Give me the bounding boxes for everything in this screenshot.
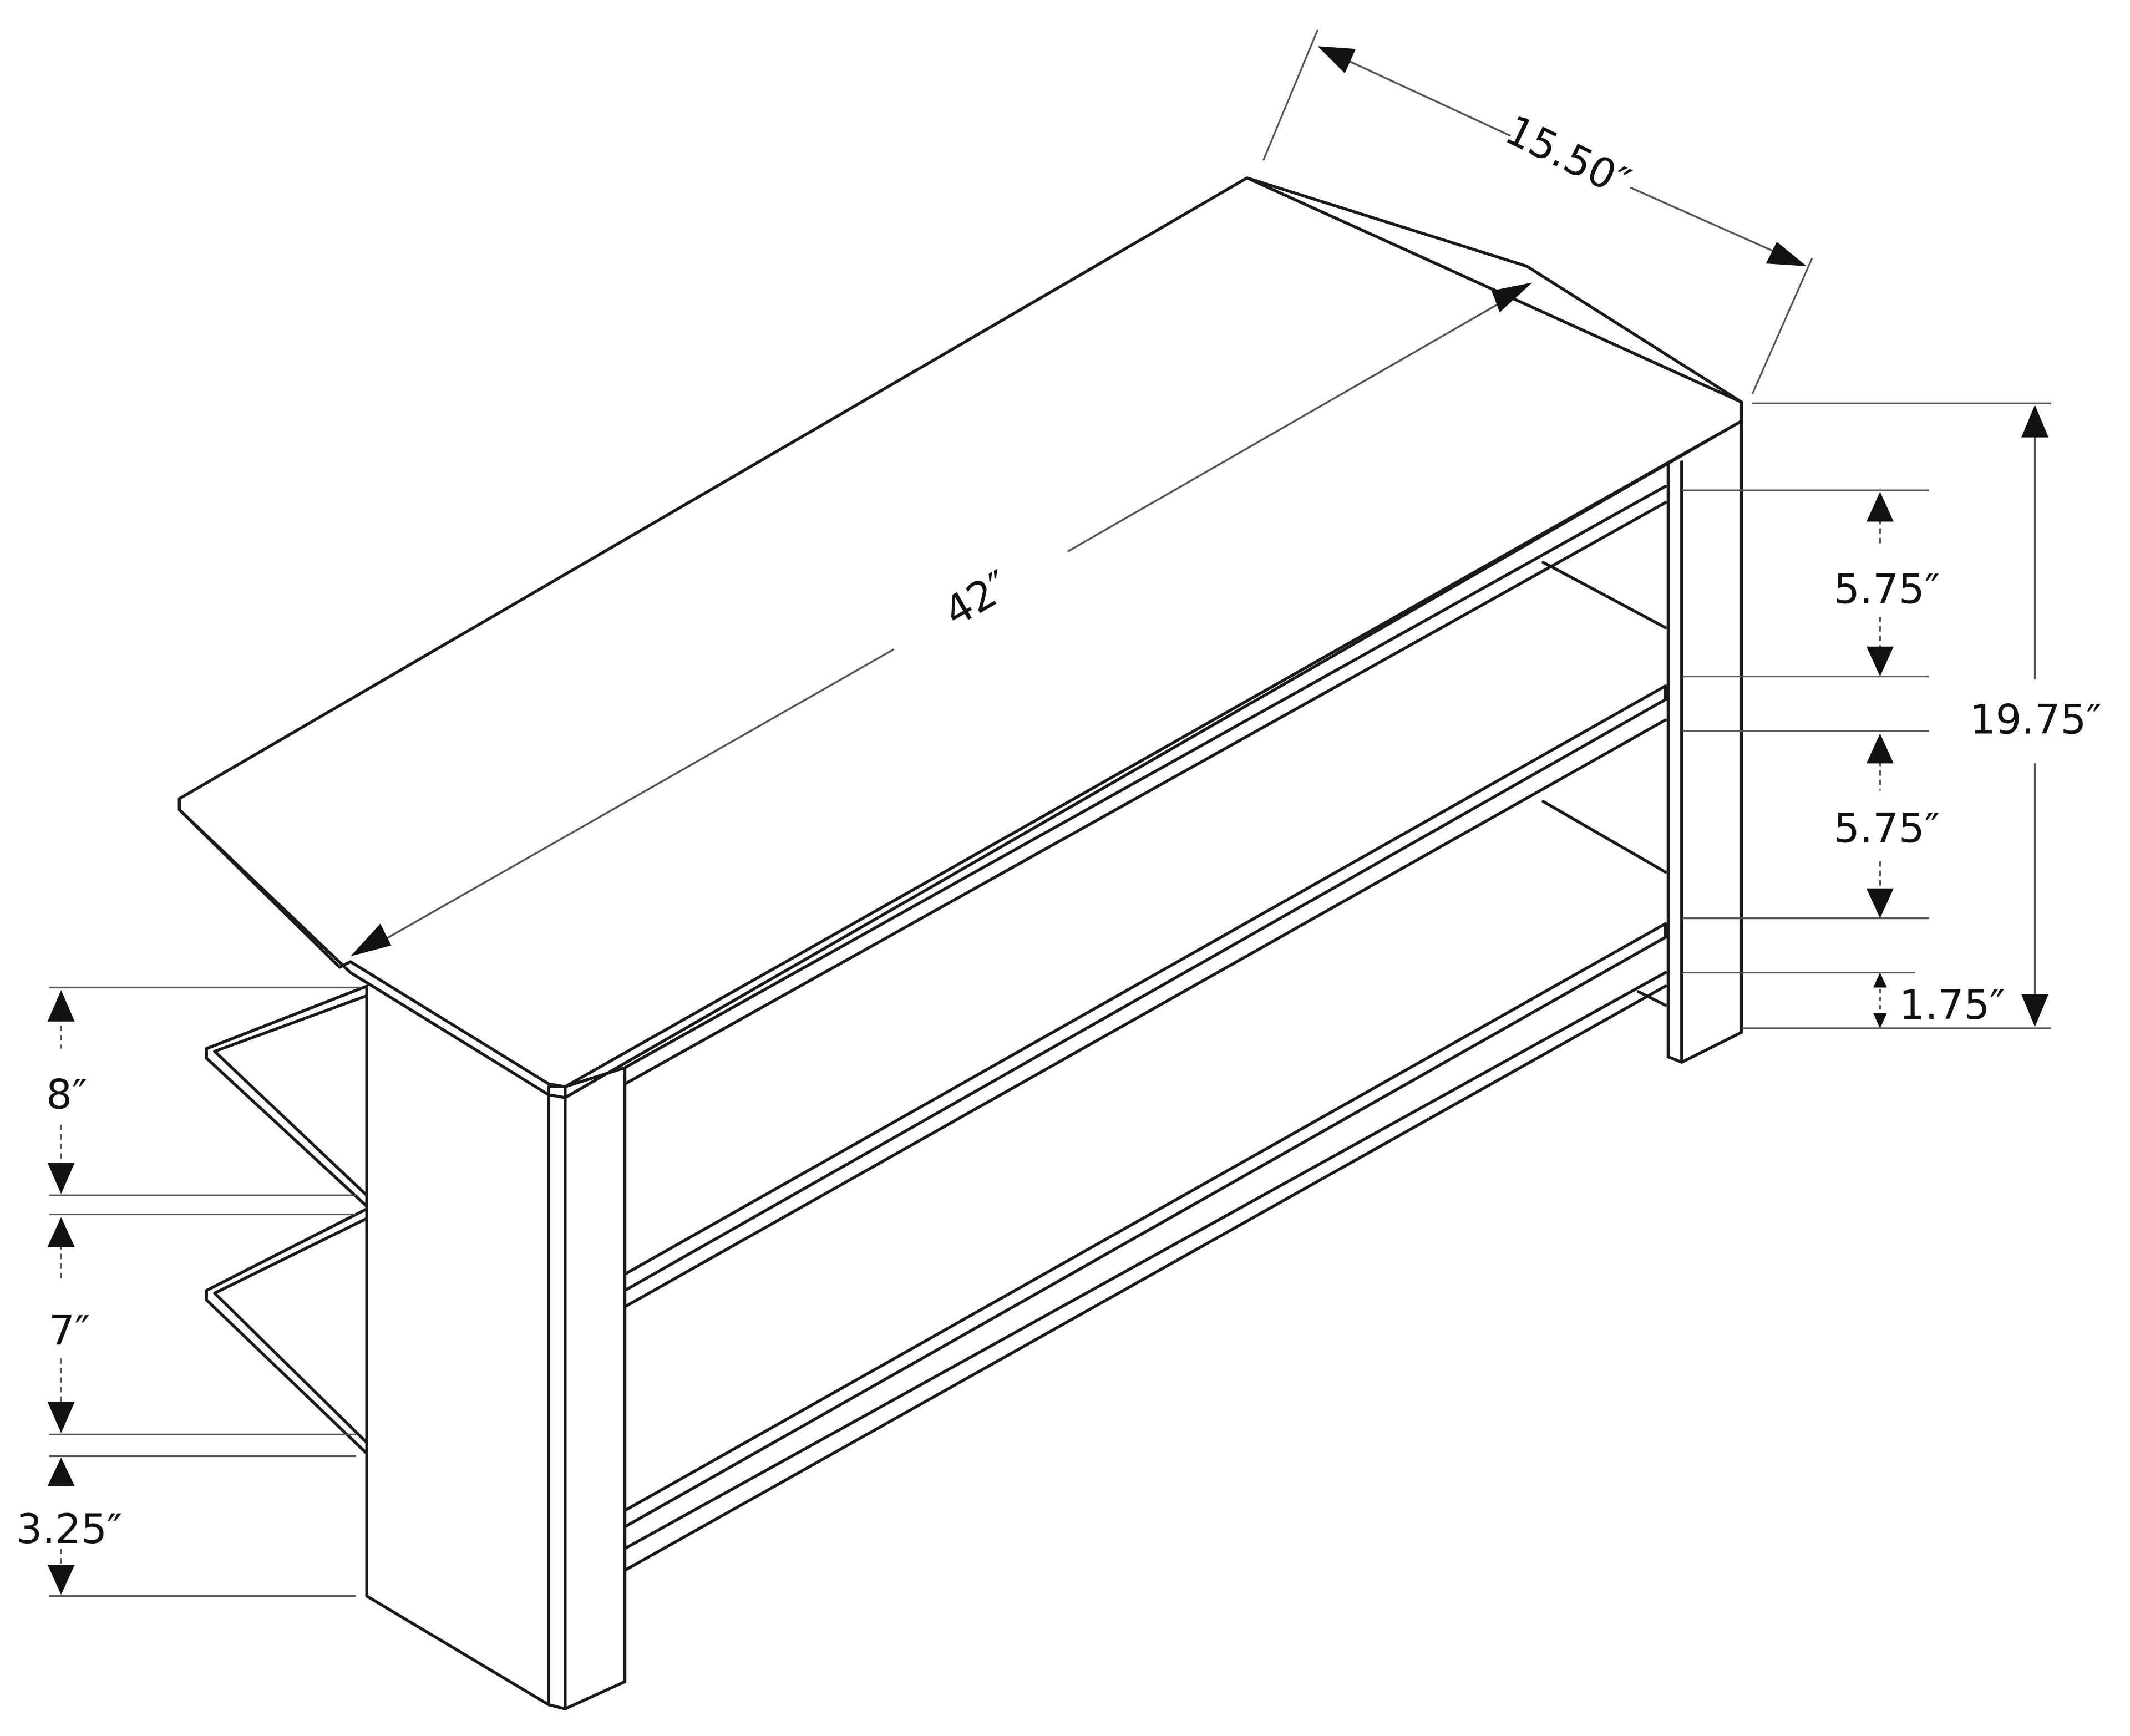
middle-shelf-lower-edge	[623, 718, 1667, 1308]
left-middle-gap-label: 7″	[49, 1308, 90, 1355]
bottom-shelf-front	[623, 922, 1667, 1529]
right-extension-lines	[1681, 402, 2051, 1029]
right-lower-gap-label: 5.75″	[1834, 805, 1940, 852]
base-back-edge	[1636, 990, 1667, 1007]
left-lower-wedge-shelf	[205, 1207, 368, 1455]
tabletop-thickness-edge	[178, 419, 1743, 1099]
depth-label: 15.50″	[1498, 106, 1637, 207]
top-apron	[623, 485, 1667, 1086]
right-leg	[1664, 419, 1743, 1064]
bottom-shelf-lower-edge	[623, 971, 1667, 1550]
tv-stand	[178, 176, 1743, 1710]
lower-shelf-back-edge	[1541, 800, 1667, 874]
total-height-dimension: 19.75″	[1970, 404, 2102, 1027]
left-base-clearance-dimension: 3.25″	[16, 1457, 122, 1595]
right-upper-gap-dimension: 5.75″	[1834, 491, 1940, 677]
left-middle-gap-dimension: 7″	[47, 1217, 90, 1433]
tabletop	[178, 176, 1743, 1089]
left-upper-gap-label: 8″	[46, 1071, 87, 1118]
front-left-leg	[547, 1066, 627, 1710]
left-upper-gap-dimension: 8″	[46, 990, 87, 1194]
right-lower-gap-dimension: 5.75″	[1834, 733, 1940, 918]
tabletop-back-edge	[1245, 176, 1743, 404]
left-extension-lines	[49, 986, 359, 1597]
left-upper-wedge-shelf	[205, 984, 368, 1208]
left-side-panel	[365, 987, 551, 1707]
middle-shelf-front	[623, 684, 1667, 1292]
right-upper-gap-label: 5.75″	[1834, 566, 1940, 613]
left-base-clearance-label: 3.25″	[16, 1506, 122, 1553]
left-side-shelves	[205, 984, 368, 1455]
right-base-clearance-dimension: 1.75″	[1873, 972, 2005, 1029]
bottom-rail	[623, 984, 1667, 1572]
upper-shelf-back-edge	[1541, 561, 1667, 630]
total-height-label: 19.75″	[1970, 697, 2102, 744]
right-base-clearance-label: 1.75″	[1899, 982, 2005, 1029]
